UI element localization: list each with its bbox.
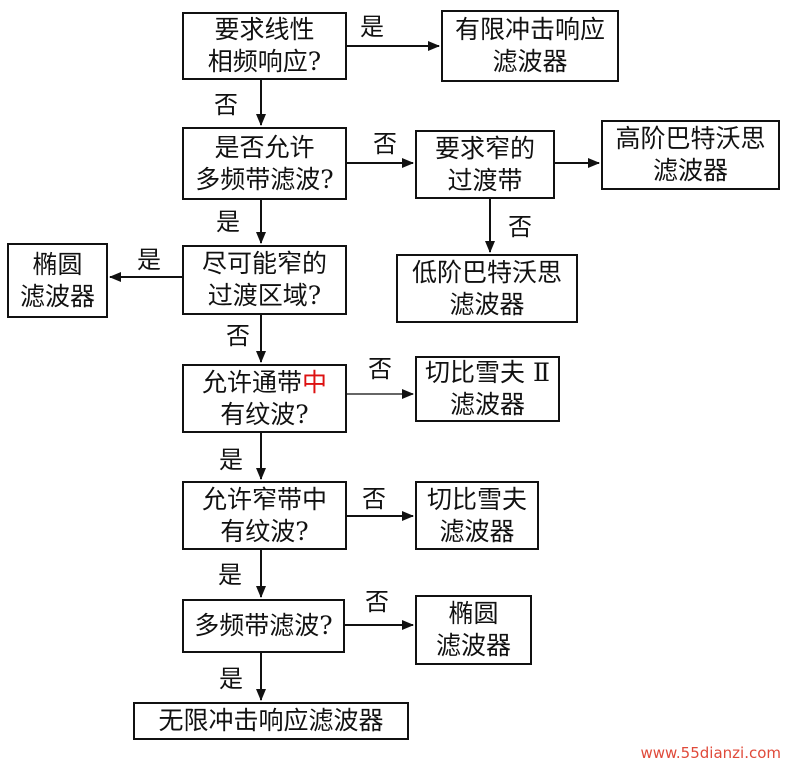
node-linear-phase-question: 要求线性 相频响应? (182, 12, 347, 80)
node-elliptic-filter-left: 椭圆 滤波器 (7, 243, 108, 318)
label-no-multiband: 否 (373, 130, 397, 158)
label-yes-narrowest: 是 (137, 246, 161, 274)
node-narrow-transition-question: 要求窄的 过渡带 (415, 130, 555, 199)
node-high-order-butterworth: 高阶巴特沃思 滤波器 (601, 120, 780, 190)
watermark: www.55dianzi.com (640, 744, 781, 762)
node-passband-ripple-question: 允许通带中 有纹波? (182, 364, 347, 433)
node-chebyshev-2: 切比雪夫 Ⅱ 滤波器 (415, 356, 560, 422)
label-no-stopband: 否 (362, 485, 386, 513)
passband-red-char: 中 (302, 367, 328, 397)
label-yes-linear: 是 (360, 13, 384, 41)
label-no-linear: 否 (214, 91, 238, 119)
node-chebyshev: 切比雪夫 滤波器 (415, 481, 539, 550)
node-fir-filter: 有限冲击响应 滤波器 (441, 10, 619, 82)
label-no-multiband2: 否 (365, 588, 389, 616)
node-multiband-question-2: 多频带滤波? (182, 599, 345, 653)
label-yes-passband: 是 (219, 446, 243, 474)
label-no-passband: 否 (368, 355, 392, 383)
node-iir-filter: 无限冲击响应滤波器 (133, 702, 409, 740)
node-stopband-ripple-question: 允许窄带中 有纹波? (182, 481, 347, 550)
node-multiband-question: 是否允许 多频带滤波? (182, 127, 347, 200)
label-yes-multiband2: 是 (219, 665, 243, 693)
node-elliptic-filter-right: 椭圆 滤波器 (415, 595, 532, 665)
label-yes-multiband: 是 (216, 208, 240, 236)
node-narrowest-transition-question: 尽可能窄的 过渡区域? (182, 245, 347, 315)
label-yes-stopband: 是 (218, 561, 242, 589)
label-no-narrowest: 否 (226, 322, 250, 350)
label-no-narrow: 否 (508, 213, 532, 241)
node-low-order-butterworth: 低阶巴特沃思 滤波器 (396, 254, 578, 323)
